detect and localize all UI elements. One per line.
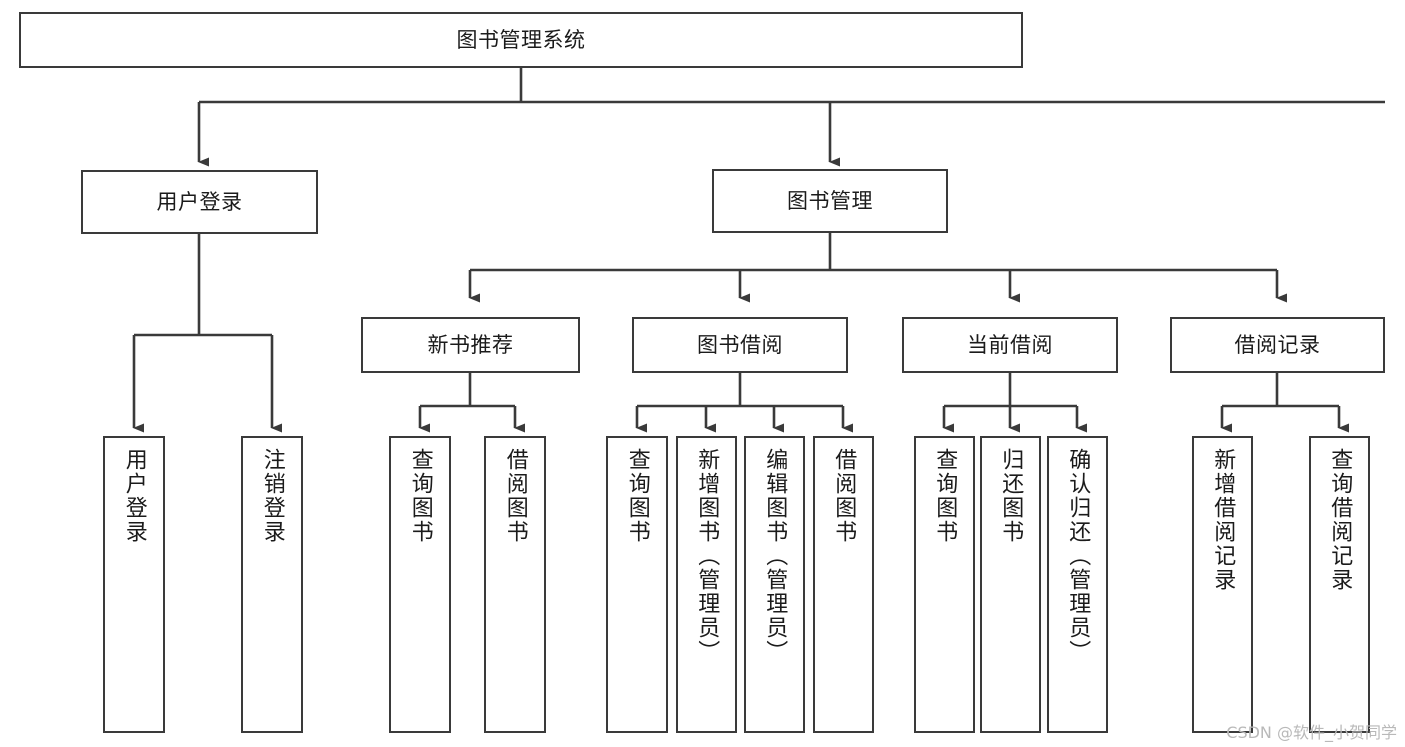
node-book-borrow[interactable]: 图书借阅 — [632, 317, 848, 373]
node-leaf-add-record[interactable]: 新增借阅记录 — [1192, 436, 1253, 733]
node-new-book-recommend[interactable]: 新书推荐 — [361, 317, 580, 373]
node-leaf-user-logout-label: 注销登录 — [259, 448, 285, 544]
node-leaf-confirm-return[interactable]: 确认归还（管理员） — [1047, 436, 1108, 733]
node-book-manage[interactable]: 图书管理 — [712, 169, 948, 233]
node-leaf-user-login-label: 用户登录 — [121, 448, 147, 544]
node-leaf-user-login[interactable]: 用户登录 — [103, 436, 165, 733]
node-leaf-query-book-3[interactable]: 查询图书 — [914, 436, 975, 733]
node-new-book-recommend-label: 新书推荐 — [427, 332, 514, 357]
node-current-borrow[interactable]: 当前借阅 — [902, 317, 1118, 373]
node-leaf-return-book-label: 归还图书 — [998, 448, 1024, 544]
node-leaf-query-record[interactable]: 查询借阅记录 — [1309, 436, 1370, 733]
node-leaf-add-book[interactable]: 新增图书（管理员） — [676, 436, 737, 733]
node-book-manage-label: 图书管理 — [787, 188, 873, 213]
node-leaf-borrow-book-2-label: 借阅图书 — [831, 448, 857, 544]
node-leaf-add-book-label: 新增图书（管理员） — [694, 448, 720, 664]
node-leaf-confirm-return-label: 确认归还（管理员） — [1065, 448, 1091, 664]
node-leaf-query-book-1-label: 查询图书 — [407, 448, 433, 544]
node-book-borrow-label: 图书借阅 — [697, 332, 783, 357]
node-borrow-record-label: 借阅记录 — [1234, 332, 1321, 357]
node-leaf-query-book-2-label: 查询图书 — [624, 448, 650, 544]
node-leaf-query-record-label: 查询借阅记录 — [1327, 448, 1353, 592]
node-leaf-user-logout[interactable]: 注销登录 — [241, 436, 303, 733]
node-leaf-borrow-book-1-label: 借阅图书 — [502, 448, 528, 544]
node-leaf-query-book-3-label: 查询图书 — [932, 448, 958, 544]
node-user-login[interactable]: 用户登录 — [81, 170, 318, 234]
node-root-label: 图书管理系统 — [456, 27, 586, 52]
node-leaf-query-book-1[interactable]: 查询图书 — [389, 436, 451, 733]
node-leaf-add-record-label: 新增借阅记录 — [1210, 448, 1236, 592]
node-current-borrow-label: 当前借阅 — [967, 332, 1053, 357]
node-leaf-edit-book[interactable]: 编辑图书（管理员） — [744, 436, 805, 733]
node-leaf-borrow-book-2[interactable]: 借阅图书 — [813, 436, 874, 733]
node-leaf-query-book-2[interactable]: 查询图书 — [606, 436, 668, 733]
node-leaf-return-book[interactable]: 归还图书 — [980, 436, 1041, 733]
node-leaf-borrow-book-1[interactable]: 借阅图书 — [484, 436, 546, 733]
node-user-login-label: 用户登录 — [156, 189, 243, 214]
node-leaf-edit-book-label: 编辑图书（管理员） — [762, 448, 788, 664]
node-root[interactable]: 图书管理系统 — [19, 12, 1023, 68]
watermark: CSDN @软件_小贺同学 — [1226, 723, 1397, 742]
node-borrow-record[interactable]: 借阅记录 — [1170, 317, 1385, 373]
